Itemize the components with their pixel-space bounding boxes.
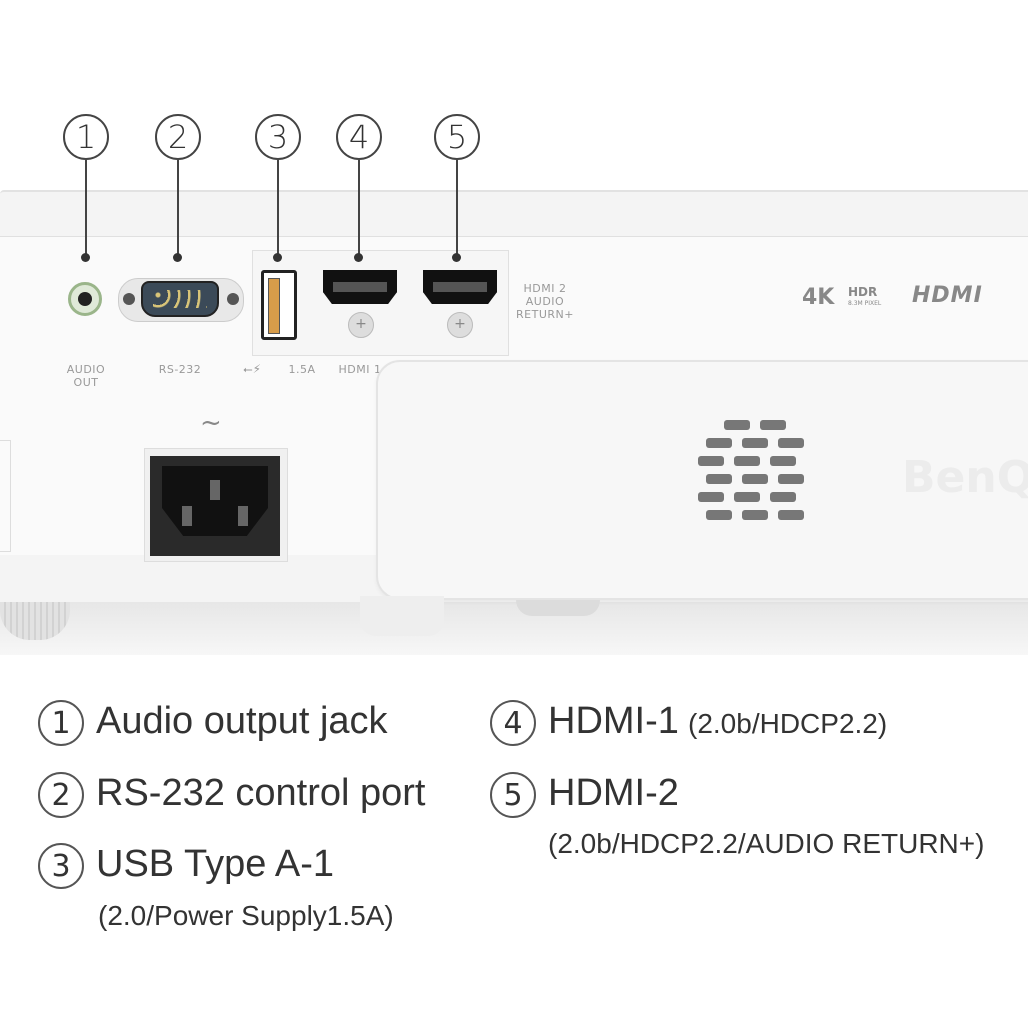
- foot-right: [516, 600, 600, 616]
- speaker-grille: [698, 420, 814, 532]
- floor-shadow: [0, 600, 1028, 655]
- power-socket: [150, 456, 280, 556]
- foot-center: [360, 596, 444, 636]
- legend-number: 4: [490, 700, 536, 746]
- screw-icon: +: [348, 312, 374, 338]
- legend-title: HDMI-2: [548, 772, 679, 814]
- legend-title: RS-232 control port: [96, 772, 426, 814]
- top-casing: [376, 360, 1028, 600]
- brand-logo: BenQ: [902, 452, 1028, 503]
- foot-left: [0, 602, 70, 640]
- legend-number: 1: [38, 700, 84, 746]
- legend-title: Audio output jack: [96, 700, 388, 742]
- rs232-port: [118, 278, 244, 322]
- legend-number: 2: [38, 772, 84, 818]
- screw-icon: +: [447, 312, 473, 338]
- legend-title: USB Type A-1: [96, 843, 334, 885]
- badge-pixel: 8.3M PIXEL: [848, 300, 882, 307]
- legend-title: HDMI-1: [548, 700, 679, 742]
- legend-number: 5: [490, 772, 536, 818]
- legend-number: 3: [38, 843, 84, 889]
- power-symbol: ~: [200, 408, 222, 438]
- rs232-label: RS-232: [158, 363, 202, 376]
- side-panel: [0, 440, 11, 552]
- legend-detail: (2.0/Power Supply1.5A): [98, 900, 394, 931]
- hdmi-logo: HDMI: [912, 283, 983, 308]
- usb-power-label: 1.5A: [288, 363, 316, 376]
- badge-hdr: HDR: [848, 285, 878, 299]
- hdmi2-label: HDMI 2 AUDIO RETURN+: [516, 282, 574, 321]
- usb-port: [261, 270, 297, 340]
- legend-detail: (2.0b/HDCP2.2): [688, 708, 888, 739]
- hdmi1-label: HDMI 1: [338, 363, 382, 376]
- hdmi1-port: [323, 270, 397, 304]
- audio-out-label: AUDIO OUT: [66, 363, 106, 389]
- usb-symbol-icon: ⭠⚡: [243, 362, 262, 376]
- badge-4k: 4K: [802, 285, 835, 310]
- hdmi2-port: [423, 270, 497, 304]
- audio-jack: [68, 282, 102, 316]
- legend-detail: (2.0b/HDCP2.2/AUDIO RETURN+): [548, 828, 985, 859]
- projector-illustration: + + AUDIO OUT RS-232 ⭠⚡ 1.5A HDMI 1 HDMI…: [0, 190, 1028, 655]
